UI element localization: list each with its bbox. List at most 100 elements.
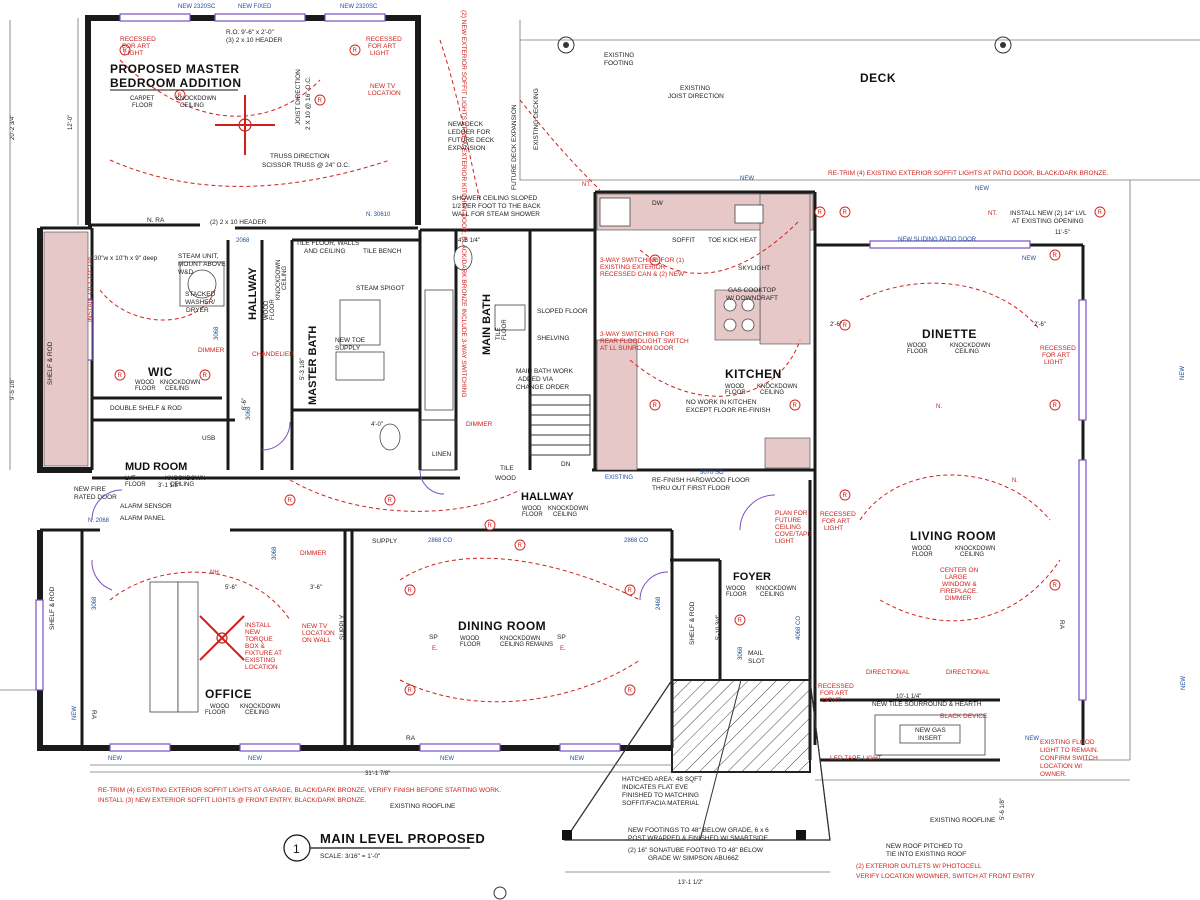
svg-text:R: R	[518, 543, 523, 549]
svg-text:EXISTING EXTERIOR: EXISTING EXTERIOR	[600, 264, 666, 271]
svg-text:CEILING: CEILING	[760, 592, 784, 598]
room-label-dining-room: DINING ROOM	[458, 619, 546, 633]
ceiling-fan-office	[199, 615, 245, 661]
svg-text:EXPANSION: EXPANSION	[448, 145, 486, 152]
svg-text:CONFIRM SWITCH: CONFIRM SWITCH	[1040, 755, 1098, 762]
svg-text:CEILING: CEILING	[282, 266, 288, 290]
svg-text:R: R	[1098, 210, 1103, 216]
svg-text:WINDOW &: WINDOW &	[942, 581, 977, 588]
svg-text:RECESSED CAN & (2) NEW: RECESSED CAN & (2) NEW	[600, 271, 685, 278]
windows	[35, 13, 1087, 752]
svg-text:FIXTURE AT: FIXTURE AT	[245, 650, 282, 657]
svg-text:KNOCKDOWN: KNOCKDOWN	[548, 506, 588, 512]
svg-text:NH.: NH.	[210, 570, 221, 576]
svg-text:R: R	[628, 688, 633, 694]
svg-text:USB: USB	[202, 435, 215, 442]
svg-text:R: R	[388, 498, 393, 504]
svg-text:LOCATION: LOCATION	[368, 90, 401, 97]
svg-text:STEAM UNIT,: STEAM UNIT,	[178, 253, 219, 260]
svg-text:CENTER ON: CENTER ON	[940, 567, 979, 574]
svg-text:KNOCKDOWN: KNOCKDOWN	[757, 384, 797, 390]
svg-text:DIMMER: DIMMER	[198, 347, 225, 354]
door-swings	[91, 421, 776, 601]
svg-text:WOOD: WOOD	[726, 586, 746, 592]
svg-text:R: R	[318, 98, 323, 104]
svg-text:SHELF & ROD: SHELF & ROD	[49, 586, 56, 630]
svg-text:FOR ART: FOR ART	[368, 43, 396, 50]
svg-text:5'-3 1/8": 5'-3 1/8"	[300, 358, 306, 380]
svg-text:R: R	[178, 93, 183, 99]
svg-text:KNOCKDOWN: KNOCKDOWN	[176, 96, 216, 102]
svg-text:CEILING: CEILING	[170, 482, 194, 488]
svg-text:20'-2 3/4": 20'-2 3/4"	[10, 115, 16, 140]
room-label-kitchen: KITCHEN	[725, 367, 782, 381]
svg-text:FIREPLACE.: FIREPLACE.	[940, 588, 978, 595]
svg-text:LVT: LVT	[125, 476, 136, 482]
svg-text:KNOCKDOWN: KNOCKDOWN	[276, 260, 282, 300]
svg-text:TOE KICK HEAT: TOE KICK HEAT	[708, 237, 757, 244]
svg-text:FUTURE: FUTURE	[775, 517, 802, 524]
svg-text:NEW TOE: NEW TOE	[335, 337, 366, 344]
svg-text:FUTURE DECK: FUTURE DECK	[448, 137, 495, 144]
svg-text:LINEN: LINEN	[432, 451, 451, 458]
svg-text:2'-6": 2'-6"	[830, 322, 842, 328]
svg-text:EXISTING ROOFLINE: EXISTING ROOFLINE	[390, 803, 456, 810]
svg-text:3-WAY SWITCHING FOR (1): 3-WAY SWITCHING FOR (1)	[600, 257, 684, 264]
svg-text:JOIST DIRECTION: JOIST DIRECTION	[668, 93, 724, 100]
svg-text:2868 CO: 2868 CO	[624, 538, 648, 544]
svg-text:R: R	[843, 323, 848, 329]
drawing-title: MAIN LEVEL PROPOSED	[320, 831, 485, 846]
svg-text:FOOTING: FOOTING	[604, 60, 634, 67]
svg-text:2868 CO: 2868 CO	[428, 538, 452, 544]
room-label-foyer: FOYER	[733, 571, 771, 583]
svg-text:SLOT: SLOT	[748, 658, 765, 665]
svg-text:NEW: NEW	[440, 756, 454, 762]
svg-text:NEW: NEW	[248, 756, 262, 762]
svg-text:COVE/TAPE: COVE/TAPE	[775, 531, 812, 538]
svg-text:RECESSED: RECESSED	[366, 36, 402, 43]
svg-text:CEILING: CEILING	[553, 512, 577, 518]
svg-text:WOOD: WOOD	[460, 636, 480, 642]
svg-text:FLOOR: FLOOR	[270, 299, 276, 320]
svg-text:FLOOR: FLOOR	[725, 390, 746, 396]
svg-text:LIGHT: LIGHT	[775, 538, 794, 545]
svg-text:NEW GAS: NEW GAS	[915, 727, 946, 734]
svg-text:FLOOR: FLOOR	[132, 103, 153, 109]
svg-text:RE-TRIM (4) EXISTING EXTERIOR: RE-TRIM (4) EXISTING EXTERIOR SOFFIT LIG…	[98, 787, 501, 794]
svg-text:RECESSED: RECESSED	[820, 511, 856, 518]
svg-text:FLOOR: FLOOR	[912, 552, 933, 558]
svg-text:BLACK DEVICE: BLACK DEVICE	[940, 713, 988, 720]
svg-text:INSTALL NEW (2) 14" LVL: INSTALL NEW (2) 14" LVL	[1010, 210, 1087, 217]
finish-labels: CARPET FLOOR KNOCKDOWN CEILING WOOD FLOO…	[125, 96, 995, 716]
svg-text:9'-5 1/8": 9'-5 1/8"	[10, 378, 16, 400]
svg-text:GRADE W/ SIMPSON ABU66Z: GRADE W/ SIMPSON ABU66Z	[648, 855, 739, 862]
room-label-wic: WIC	[148, 365, 173, 379]
svg-text:FLOOR: FLOOR	[502, 319, 508, 340]
svg-text:NEW: NEW	[108, 756, 122, 762]
svg-text:LOCATION: LOCATION	[245, 664, 278, 671]
svg-text:TORQUE: TORQUE	[245, 636, 273, 643]
svg-text:KNOCKDOWN: KNOCKDOWN	[756, 586, 796, 592]
svg-text:SP: SP	[557, 634, 566, 641]
svg-text:R: R	[488, 523, 493, 529]
svg-text:13'-1 1/2": 13'-1 1/2"	[678, 880, 703, 886]
svg-text:FLOOR: FLOOR	[907, 349, 928, 355]
svg-text:FUTURE DECK EXPANSION: FUTURE DECK EXPANSION	[511, 104, 518, 190]
svg-text:AT EXISTING OPENING: AT EXISTING OPENING	[1012, 218, 1084, 225]
svg-text:4068 CO: 4068 CO	[796, 616, 802, 640]
svg-text:NEW FIRE: NEW FIRE	[74, 486, 106, 493]
svg-text:HATCHED AREA: 48 SQFT: HATCHED AREA: 48 SQFT	[622, 776, 702, 783]
svg-text:R: R	[408, 588, 413, 594]
svg-text:CHANGE ORDER: CHANGE ORDER	[516, 384, 569, 391]
svg-text:2068: 2068	[236, 238, 250, 244]
black-notes: R.O. 9'-6" x 2'-0" (3) 2 x 10 HEADER JOI…	[47, 29, 1087, 862]
svg-text:10'-1 1/4": 10'-1 1/4"	[896, 694, 921, 700]
svg-text:INSTALL (3) NEW EXTERIOR SOFFI: INSTALL (3) NEW EXTERIOR SOFFIT LIGHTS @…	[98, 797, 367, 804]
svg-text:DOUBLE SHELF & ROD: DOUBLE SHELF & ROD	[110, 405, 182, 412]
svg-text:2'-6": 2'-6"	[1034, 322, 1046, 328]
svg-text:LOCATION W/: LOCATION W/	[1040, 763, 1083, 770]
svg-text:EXISTING DECKING: EXISTING DECKING	[533, 88, 540, 150]
svg-text:N. RA: N. RA	[147, 217, 165, 224]
svg-text:NEW: NEW	[975, 186, 989, 192]
